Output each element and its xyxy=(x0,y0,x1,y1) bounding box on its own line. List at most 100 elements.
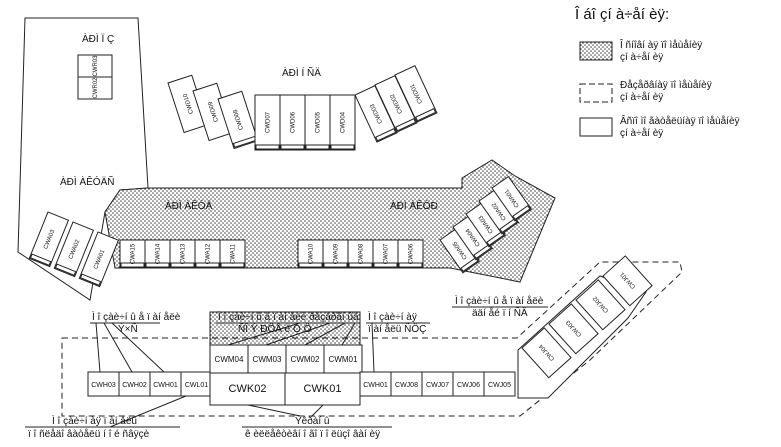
panel-cell-akur_row-1: CWA09 xyxy=(322,239,349,269)
annotation-nsd-line1: Ì î çàè÷í û å ï àí åëè xyxy=(455,294,544,307)
annotation-screens-line2: ê èëëåêòèâí î ãî ï î ëüçî âàí èÿ xyxy=(245,428,380,440)
legend-dashed-line2: çí à÷åí èÿ xyxy=(620,92,664,103)
panel-bar xyxy=(170,262,195,268)
panel-cell-label: CWA08 xyxy=(359,243,365,264)
panel-cell-reserve_right-2: CWJ07 xyxy=(421,371,454,397)
panel-bar xyxy=(512,205,531,221)
legend-solid-label: Âñïî ìî ãàòåëüíàÿ ïî ìåùåíèÿ çí à÷åí èÿ xyxy=(620,116,780,140)
panel-cell-label: CWA06 xyxy=(409,243,415,264)
panel-cell-nsd_mid-2: CWD05 xyxy=(304,94,331,151)
annotation-nsd-line2: ääí åé ï í ÑÄ xyxy=(472,306,528,319)
panel-cell-reserve_left-2: CWH01 xyxy=(149,371,182,397)
panel-cell-label: CWR02 xyxy=(93,77,99,99)
panel-bar xyxy=(54,263,77,276)
panel-cell-reserve_left-1: CWH02 xyxy=(118,371,151,397)
panel-cell-label: CWK01 xyxy=(304,383,342,395)
panel-bar xyxy=(398,262,423,268)
legend-hatched-line1: Î ñíîâí àÿ ïî ìåùåíèÿ xyxy=(620,40,703,51)
panel-bar xyxy=(375,128,397,142)
panel-cell-reserve_center_bottom-0: CWK02 xyxy=(209,372,286,406)
leader-screens-2 xyxy=(311,404,324,417)
panel-cell-akud_row-4: CWA11 xyxy=(219,239,246,269)
panel-bar xyxy=(195,262,220,268)
panel-cell-reserve_center_top-2: CWM02 xyxy=(285,344,325,374)
panel-cell-label: CWD06 xyxy=(291,111,297,133)
legend-title: Î áî çí à÷åí èÿ: xyxy=(575,6,670,23)
panel-cell-reserve_center_top-0: CWM04 xyxy=(209,344,249,374)
panel-cell-nsd_mid-3: CWD04 xyxy=(329,94,356,151)
panel-bar xyxy=(395,118,417,132)
panel-cell-label: CWD07 xyxy=(266,111,272,133)
annotation-seq-line1: Ì î çàè÷í àÿ ï àí åëü xyxy=(52,414,137,427)
zone-label-pz: ÀÐÌ Ï Ç xyxy=(82,32,114,45)
leader-seq xyxy=(109,395,187,428)
panel-bar xyxy=(348,262,373,268)
annotation-scz-line2: ï àí åëü ÑÖÇ xyxy=(368,322,426,335)
panel-cell-akuds_diag-2: CWA01 xyxy=(78,231,120,288)
panel-bar xyxy=(79,273,102,286)
panel-cell-label: CWA12 xyxy=(206,243,212,264)
panel-cell-reserve_right-1: CWJ08 xyxy=(390,371,423,397)
panel-cell-akud_row-2: CWA13 xyxy=(169,239,196,269)
legend-dashed-label: Ðåçåðâíàÿ ïî ìåùåíèÿ çí à÷åí èÿ xyxy=(620,80,780,104)
legend-hatched-label: Î ñíîâí àÿ ïî ìåùåíèÿ çí à÷åí èÿ xyxy=(620,40,780,64)
panel-cell-nsd_mid-0: CWD07 xyxy=(254,94,281,151)
panel-cell-label: CWA07 xyxy=(384,243,390,264)
leader-scz xyxy=(371,322,375,373)
panel-cell-nsd_right-2: CWD01 xyxy=(394,65,438,123)
panel-cell-reserve_left-3: CWL01 xyxy=(180,371,213,397)
panel-bar xyxy=(280,144,305,150)
panel-cell-reserve_right-3: CWJ06 xyxy=(452,371,485,397)
panel-cell-label: CWK02 xyxy=(229,383,267,395)
panel-bar xyxy=(323,262,348,268)
panel-cell-reserve_right-0: CWH01 xyxy=(359,371,392,397)
leader-screens-1 xyxy=(247,404,301,417)
legend-hatched-line2: çí à÷åí èÿ xyxy=(620,52,664,63)
leader-ecs-2 xyxy=(103,322,133,373)
panel-cell-reserve_center_top-1: CWM03 xyxy=(247,344,287,374)
panel-cell-label: CWJ05 xyxy=(488,382,511,389)
panel-cell-reserve_diag-3: CWJ01 xyxy=(602,255,653,307)
panel-bar xyxy=(415,108,437,122)
panel-bar xyxy=(145,262,170,268)
panel-cell-label: CWH02 xyxy=(122,382,147,389)
panel-cell-label: CWJ07 xyxy=(426,382,449,389)
panel-cell-akur_row-2: CWA08 xyxy=(347,239,374,269)
panel-cell-reserve_diag-1: CWJ03 xyxy=(548,303,599,355)
leader-reserve-1 xyxy=(227,322,301,346)
panel-cell-label: CWA11 xyxy=(231,243,237,264)
panel-cell-label: CWM03 xyxy=(253,355,282,364)
legend-swatch-hatched xyxy=(579,41,613,61)
panel-cell-label: CWH03 xyxy=(91,382,116,389)
panel-cell-label: CWD05 xyxy=(316,111,322,133)
panel-cell-label: CWM01 xyxy=(329,355,358,364)
leader-ecs-1 xyxy=(95,322,101,373)
annotation-scz-line1: Ì î çàè÷í àÿ xyxy=(368,310,417,323)
panel-cell-label: CWJ06 xyxy=(457,382,480,389)
panel-cell-label: CWH01 xyxy=(363,382,388,389)
panel-cell-label: CWA15 xyxy=(131,243,137,264)
panel-cell-label: CWJ08 xyxy=(395,382,418,389)
panel-cell-nsd_left-1: CWD09 xyxy=(192,82,234,142)
annotation-ecs-line2: Ý×Ñ xyxy=(118,322,138,335)
panel-cell-label: CWL01 xyxy=(185,382,208,389)
panel-bar xyxy=(305,144,330,150)
panel-cell-nsd_right-0: CWD03 xyxy=(354,85,398,143)
panel-cell-akud_row-1: CWA14 xyxy=(144,239,171,269)
annotation-reserve-line2: ÑÎ Ý ÐÖÅ è Ò Ö xyxy=(238,322,312,335)
zone-label-akuds: ÀÐÌ ÀÊÓÄÑ xyxy=(60,175,114,188)
panel-cell-label: CWA09 xyxy=(334,243,340,264)
legend-swatch-solid xyxy=(579,117,613,137)
panel-cell-akuds_diag-0: CWA03 xyxy=(28,211,70,268)
annotation-ecs-line1: Ì î çàè÷í û å ï àí åëè xyxy=(92,310,181,323)
panel-bar xyxy=(330,144,355,150)
panel-cell-nsd_left-2: CWD08 xyxy=(217,90,259,150)
panel-cell-label: CWR03 xyxy=(93,55,99,77)
panel-bar xyxy=(220,262,245,268)
panel-cell-label: CWA13 xyxy=(181,243,187,264)
zone-label-akur: ÀÐÌ ÀÊÓÐ xyxy=(390,199,438,212)
annotation-seq-line2: ï î ñëåäî âàòåëü í î é ñâÿçè xyxy=(28,428,150,440)
panel-cell-pz_box-1: CWR02 xyxy=(77,76,113,100)
panel-cell-akur_row-4: CWA06 xyxy=(397,239,424,269)
panel-cell-akuds_diag-1: CWA02 xyxy=(53,221,95,278)
